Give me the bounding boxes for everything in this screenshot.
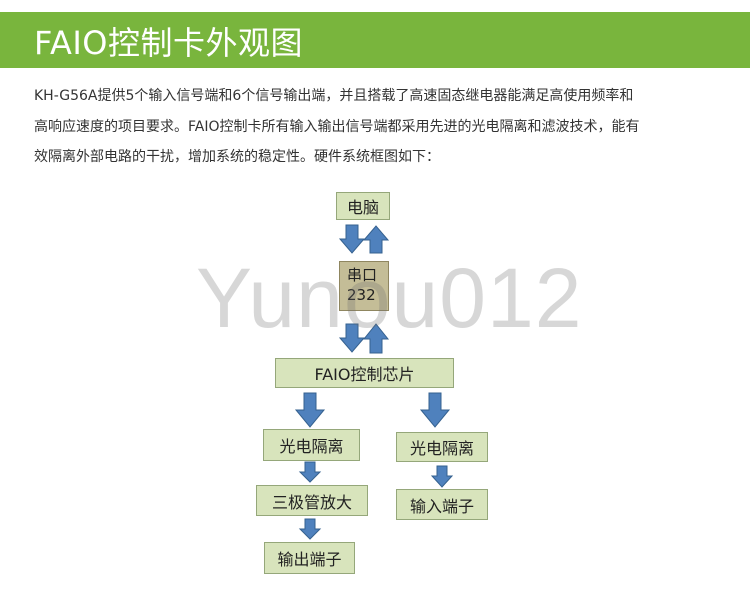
description-line-1: KH-G56A提供5个输入信号端和6个信号输出端，并且搭载了高速固态继电器能满足… — [34, 88, 634, 104]
description-line-3: 效隔离外部电路的干扰，增加系统的稳定性。硬件系统框图如下： — [34, 149, 440, 165]
node-serial-port: 串口 232 — [339, 261, 389, 311]
arrow-down-computer-to-serial — [338, 224, 366, 254]
node-computer: 电脑 — [336, 192, 390, 220]
watermark-text: Yunou012 — [196, 251, 583, 345]
arrow-down-chip-to-left-opto — [294, 392, 326, 428]
node-left-opto-isolation: 光电隔离 — [263, 429, 360, 461]
node-right-opto-isolation: 光电隔离 — [396, 432, 488, 462]
arrow-up-chip-to-serial — [362, 323, 390, 354]
header-bar: FAIO控制卡外观图 — [0, 12, 750, 68]
node-input-terminal: 输入端子 — [396, 489, 488, 520]
arrow-up-serial-to-computer — [362, 225, 390, 254]
arrow-down-opto-to-amp — [298, 461, 322, 483]
serial-port-number: 232 — [347, 286, 376, 304]
node-output-terminal: 输出端子 — [264, 542, 355, 574]
node-transistor-amplifier: 三极管放大 — [256, 485, 368, 516]
arrow-down-chip-to-right-opto — [419, 392, 451, 428]
serial-port-label: 串口 — [347, 266, 378, 284]
arrow-down-serial-to-chip — [338, 323, 366, 353]
arrow-down-amp-to-output — [298, 518, 322, 540]
page-title: FAIO控制卡外观图 — [34, 24, 303, 62]
description-line-2: 高响应速度的项目要求。FAIO控制卡所有输入输出信号端都采用先进的光电隔离和滤波… — [34, 119, 640, 135]
node-faio-chip: FAIO控制芯片 — [275, 358, 454, 388]
arrow-down-right-opto-to-input — [430, 465, 454, 488]
